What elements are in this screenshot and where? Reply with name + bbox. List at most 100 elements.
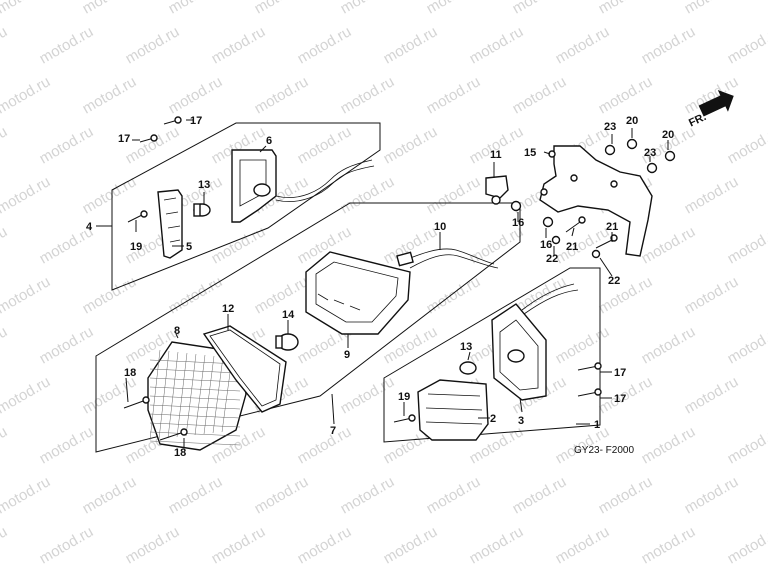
left-housing[interactable] bbox=[231, 149, 277, 223]
watermark-text: motod.ru bbox=[0, 23, 10, 67]
left-bulb[interactable] bbox=[193, 203, 211, 217]
leader-lines bbox=[96, 119, 669, 448]
watermark-text: motod.ru bbox=[166, 273, 226, 317]
watermark-text: motod.ru bbox=[0, 373, 53, 417]
watermark-text: motod.ru bbox=[596, 473, 656, 517]
nut-upper-b[interactable] bbox=[626, 138, 638, 150]
lens-grid-line bbox=[149, 431, 241, 437]
tail-housing[interactable] bbox=[305, 251, 411, 335]
watermark-text: motod.ru bbox=[209, 223, 269, 267]
callout-2: 2 bbox=[490, 413, 496, 425]
watermark-text: motod.ru bbox=[0, 73, 53, 117]
washer-a[interactable] bbox=[551, 235, 561, 245]
left-screw-top[interactable] bbox=[163, 116, 182, 125]
watermark-text: motod.ru bbox=[0, 323, 10, 367]
watermark-text: motod.ru bbox=[80, 0, 140, 17]
callout-6: 6 bbox=[266, 135, 272, 147]
callout-17d: 17 bbox=[614, 393, 626, 405]
callout-20a: 20 bbox=[626, 115, 638, 127]
lens-grid-line bbox=[158, 350, 170, 440]
watermark-text: motod.ru bbox=[424, 73, 484, 117]
right-bulb[interactable] bbox=[459, 361, 477, 375]
watermark-text: motod.ru bbox=[381, 323, 441, 367]
watermark-text: motod.ru bbox=[424, 0, 484, 17]
license-bracket[interactable] bbox=[539, 145, 653, 257]
tail-bulb[interactable] bbox=[275, 333, 299, 351]
watermark-text: motod.ru bbox=[0, 0, 53, 17]
watermark-text: motod.ru bbox=[510, 73, 570, 117]
watermark-text: motod.ru bbox=[725, 523, 768, 567]
watermark-text: motod.ru bbox=[725, 323, 768, 367]
callout-3: 3 bbox=[518, 415, 524, 427]
watermark-text: motod.ru bbox=[0, 223, 10, 267]
tail-gasket[interactable] bbox=[202, 325, 287, 413]
left-lens[interactable] bbox=[157, 189, 183, 259]
watermark-text: motod.ru bbox=[682, 0, 742, 17]
callout-7: 7 bbox=[330, 425, 336, 437]
callout-16b: 16 bbox=[540, 239, 552, 251]
watermark-text: motod.ru bbox=[381, 123, 441, 167]
watermark-text: motod.ru bbox=[596, 73, 656, 117]
socket-part[interactable] bbox=[485, 175, 509, 205]
watermark-text: motod.ru bbox=[467, 523, 527, 567]
watermark-text: motod.ru bbox=[80, 73, 140, 117]
watermark-text: motod.ru bbox=[0, 123, 10, 167]
bolt-a[interactable] bbox=[565, 216, 586, 233]
callout-21a: 21 bbox=[566, 241, 578, 253]
tail-screw-a[interactable] bbox=[123, 396, 150, 409]
callout-8: 8 bbox=[174, 325, 180, 337]
collar-a[interactable] bbox=[510, 200, 522, 212]
front-direction-arrow bbox=[698, 90, 734, 117]
watermark-text: motod.ru bbox=[338, 73, 398, 117]
watermark-text: motod.ru bbox=[295, 23, 355, 67]
callout-19b: 19 bbox=[398, 391, 410, 403]
callout-17c: 17 bbox=[614, 367, 626, 379]
watermark-text: motod.ru bbox=[553, 223, 613, 267]
lens-grid-line bbox=[149, 395, 241, 401]
lens-grid-line bbox=[149, 349, 161, 441]
lens-grid-line bbox=[149, 440, 241, 446]
right-lens[interactable] bbox=[417, 379, 489, 441]
watermark-text: motod.ru bbox=[639, 523, 699, 567]
watermark-text: motod.ru bbox=[209, 23, 269, 67]
bolt-b[interactable] bbox=[595, 234, 618, 249]
tail-screw-b[interactable] bbox=[159, 428, 188, 441]
callout-22a: 22 bbox=[546, 253, 558, 265]
watermark-text: motod.ru bbox=[682, 273, 742, 317]
right-screw-a[interactable] bbox=[577, 362, 602, 371]
left-screw-mid[interactable] bbox=[139, 134, 158, 143]
watermark-text: motod.ru bbox=[639, 323, 699, 367]
right-screw-c[interactable] bbox=[393, 414, 416, 423]
lens-grid-line bbox=[194, 354, 206, 436]
watermark-text: motod.ru bbox=[295, 423, 355, 467]
callout-9: 9 bbox=[344, 349, 350, 361]
watermark-text: motod.ru bbox=[553, 523, 613, 567]
lens-grid-line bbox=[149, 413, 241, 419]
right-housing[interactable] bbox=[491, 303, 547, 401]
watermark-text: motod.ru bbox=[381, 523, 441, 567]
nut-upper-a[interactable] bbox=[604, 144, 616, 156]
right-screw-b[interactable] bbox=[577, 388, 602, 397]
callout-18b: 18 bbox=[174, 447, 186, 459]
lens-grid-line bbox=[176, 352, 188, 438]
callout-10: 10 bbox=[434, 221, 446, 233]
watermark-text: motod.ru bbox=[639, 23, 699, 67]
left-screw-low[interactable] bbox=[127, 210, 148, 223]
watermark-text: motod.ru bbox=[510, 473, 570, 517]
collar-b[interactable] bbox=[542, 216, 554, 228]
watermark-text: motod.ru bbox=[338, 373, 398, 417]
tail-connector[interactable] bbox=[396, 251, 414, 267]
watermark-text: motod.ru bbox=[37, 323, 97, 367]
tail-wire-harness bbox=[399, 248, 499, 269]
tail-lens[interactable] bbox=[147, 341, 247, 451]
diagram-code: GY23- F2000 bbox=[574, 445, 634, 456]
nut-upper-c[interactable] bbox=[646, 162, 658, 174]
watermark-text: motod.ru bbox=[596, 273, 656, 317]
nut-upper-d[interactable] bbox=[664, 150, 676, 162]
washer-b[interactable] bbox=[591, 249, 601, 259]
watermark-text: motod.ru bbox=[338, 473, 398, 517]
callout-22b: 22 bbox=[608, 275, 620, 287]
watermark-text: motod.ru bbox=[123, 23, 183, 67]
watermark-text: motod.ru bbox=[0, 423, 10, 467]
callout-20b: 20 bbox=[662, 129, 674, 141]
